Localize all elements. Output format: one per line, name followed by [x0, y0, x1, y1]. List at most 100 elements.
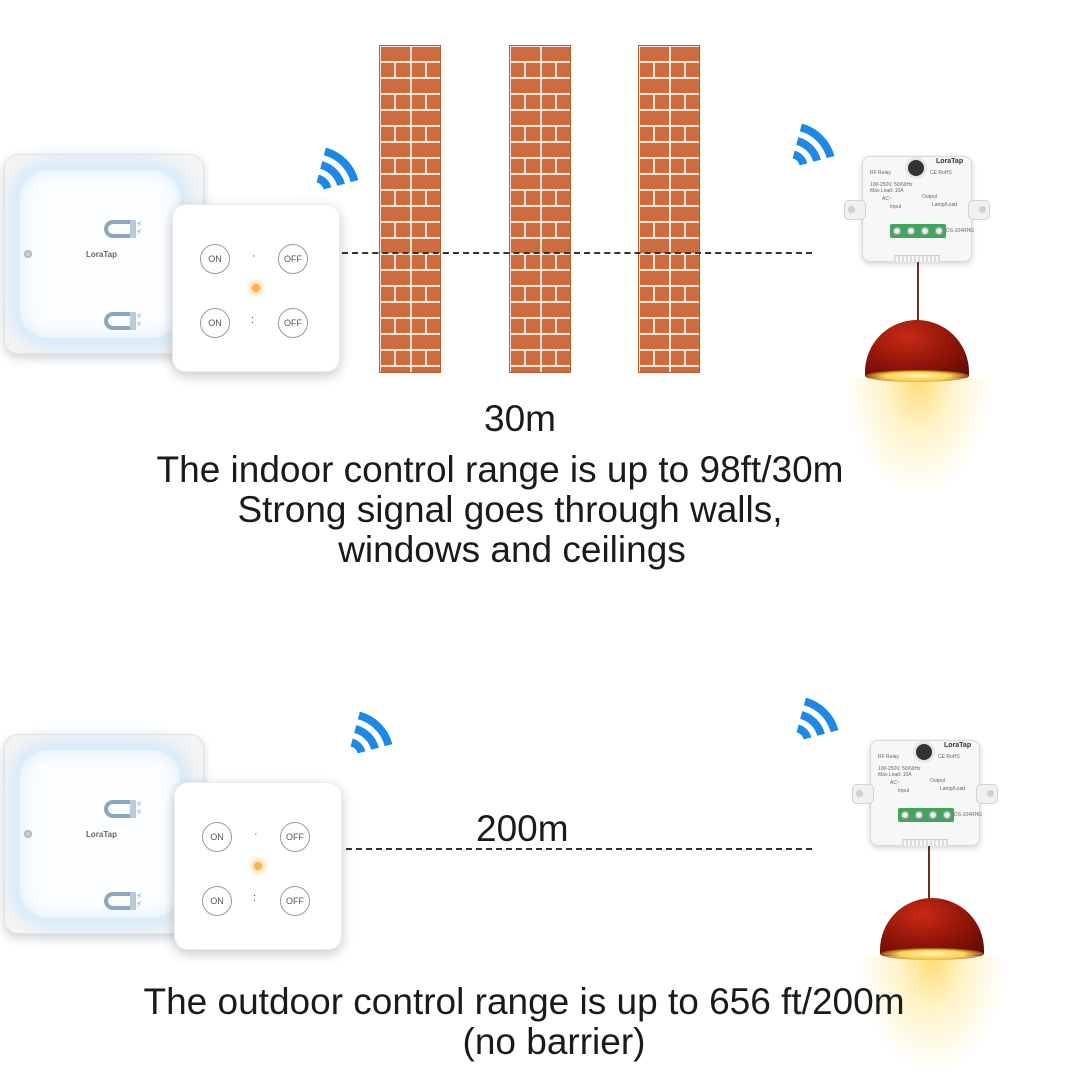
indoor-caption: The indoor control range is up to 98ft/3…	[0, 450, 1078, 570]
magnet-icon	[104, 800, 136, 818]
relay-marks: CE RoHS	[938, 754, 960, 760]
wifi-arc-3	[357, 711, 393, 747]
spark-icon: ⚡⚡	[136, 311, 143, 329]
mount-ear	[976, 784, 998, 804]
relay-foot	[894, 255, 940, 262]
mount-ear	[968, 200, 990, 220]
pendant-lamp-shade	[865, 320, 969, 376]
outdoor-caption-line-2: (no barrier)	[462, 1021, 646, 1062]
mount-ear	[852, 784, 874, 804]
outdoor-caption-line-1: The outdoor control range is up to 656 f…	[143, 981, 905, 1022]
relay-ac: AC~	[890, 780, 900, 786]
off-button-2[interactable]: OFF	[278, 308, 308, 338]
indoor-caption-line-1: The indoor control range is up to 98ft/3…	[156, 449, 844, 490]
relay-freq: DS-104RHG	[946, 228, 975, 234]
off-button-2[interactable]: OFF	[280, 886, 310, 916]
relay-model: RF Relay	[878, 754, 899, 760]
backplate-glow	[20, 750, 180, 918]
relay-brand: LoraTap	[944, 742, 972, 749]
wifi-arc-3	[803, 697, 839, 733]
indoor-caption-line-3: windows and ceilings	[338, 529, 686, 570]
magnet-icon	[104, 892, 136, 910]
separator-dots: :	[251, 314, 255, 326]
relay-input: Input	[898, 788, 910, 794]
relay-ac: AC~	[882, 196, 892, 202]
wifi-arc-1	[792, 150, 808, 166]
relay-freq: DS-104RHG	[954, 812, 983, 818]
lamp-light-beam	[848, 378, 988, 488]
relay-output: Output	[922, 194, 938, 200]
indoor-caption-line-2: Strong signal goes through walls,	[237, 489, 783, 530]
wifi-arc-2	[799, 711, 825, 737]
wifi-signal-icon	[796, 697, 839, 740]
terminal-block	[898, 808, 954, 822]
brick-wall-2	[509, 45, 571, 373]
relay-lamp: Lamp/Load	[940, 786, 966, 792]
separator-dots: :	[253, 892, 257, 904]
separator-dot: ·	[252, 250, 256, 262]
range-line-outdoor	[346, 848, 812, 850]
relay-model: RF Relay	[870, 170, 891, 176]
wall-backplate: ⚡⚡ LoraTap ⚡⚡	[4, 154, 204, 354]
relay-brand: LoraTap	[936, 158, 964, 165]
magnet-icon	[104, 312, 136, 330]
on-button-2[interactable]: ON	[200, 308, 230, 338]
separator-dot: ·	[254, 828, 258, 840]
screw	[24, 250, 32, 258]
wifi-arc-2	[319, 161, 345, 187]
indoor-distance-label: 30m	[484, 398, 556, 439]
screw	[24, 830, 32, 838]
wifi-signal-icon	[350, 711, 393, 754]
wifi-arc-2	[795, 137, 821, 163]
brick-wall-1	[379, 45, 441, 373]
wifi-arc-1	[796, 724, 812, 740]
backplate-glow	[20, 170, 180, 338]
remote-control: ON · OFF ON : OFF	[174, 782, 342, 950]
wifi-arc-3	[799, 123, 835, 159]
relay-max-load: Max Load: 10A	[870, 188, 904, 194]
wifi-arc-2	[353, 725, 379, 751]
status-led	[252, 284, 260, 292]
backplate-brand: LoraTap	[86, 250, 117, 259]
wifi-arc-1	[316, 174, 332, 190]
spark-icon: ⚡⚡	[136, 799, 143, 817]
lamp-light-beam	[862, 956, 1002, 1066]
spark-icon: ⚡⚡	[136, 219, 143, 237]
outdoor-distance-label: 200m	[476, 808, 569, 849]
lamp-cord	[928, 846, 930, 902]
off-button-1[interactable]: OFF	[280, 822, 310, 852]
magnet-icon	[104, 220, 136, 238]
brick-wall-3	[638, 45, 700, 373]
wifi-signal-icon	[316, 147, 359, 190]
spark-icon: ⚡⚡	[136, 891, 143, 909]
relay-marks: CE RoHS	[930, 170, 952, 176]
remote-control: ON · OFF ON : OFF	[172, 204, 340, 372]
relay-foot	[902, 839, 948, 846]
on-button-1[interactable]: ON	[200, 244, 230, 274]
outdoor-caption: The outdoor control range is up to 656 f…	[0, 982, 1078, 1062]
status-led	[254, 862, 262, 870]
mount-ear	[844, 200, 866, 220]
wall-backplate: ⚡⚡ LoraTap ⚡⚡	[4, 734, 204, 934]
lamp-cord	[917, 262, 919, 324]
relay-lamp: Lamp/Load	[932, 202, 958, 208]
relay-rating: 100-250V, 50/60Hz	[878, 766, 921, 772]
on-button-1[interactable]: ON	[202, 822, 232, 852]
off-button-1[interactable]: OFF	[278, 244, 308, 274]
relay-input: Input	[890, 204, 902, 210]
wifi-signal-icon	[792, 123, 835, 166]
wifi-arc-1	[350, 738, 366, 754]
relay-rating: 100-250V, 50/60Hz	[870, 182, 913, 188]
rf-relay-module: LoraTap CE RoHS RF Relay 100-250V, 50/60…	[852, 740, 998, 846]
pendant-lamp-shade	[880, 898, 984, 954]
on-button-2[interactable]: ON	[202, 886, 232, 916]
range-line-indoor	[342, 252, 812, 254]
pair-button[interactable]	[908, 160, 924, 176]
pair-button[interactable]	[916, 744, 932, 760]
relay-max-load: Max Load: 10A	[878, 772, 912, 778]
wifi-arc-3	[323, 147, 359, 183]
backplate-brand: LoraTap	[86, 830, 117, 839]
relay-output: Output	[930, 778, 946, 784]
rf-relay-module: LoraTap CE RoHS RF Relay 100-250V, 50/60…	[844, 156, 990, 262]
terminal-block	[890, 224, 946, 238]
